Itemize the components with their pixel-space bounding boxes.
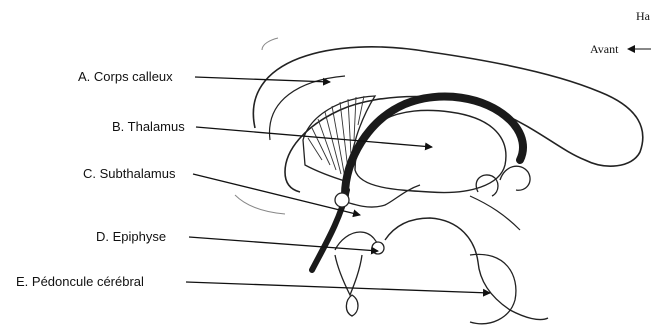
peduncle-lobe bbox=[470, 254, 516, 323]
infundibulum bbox=[335, 255, 362, 295]
faint-stroke-top bbox=[262, 38, 278, 50]
arrow-a bbox=[195, 77, 330, 82]
label-subthalamus: C. Subthalamus bbox=[83, 166, 176, 182]
arrow-d bbox=[189, 237, 378, 251]
orientation-front-label: Avant bbox=[590, 42, 618, 56]
arrow-c bbox=[193, 174, 360, 215]
third-ventricle-outline bbox=[340, 185, 420, 207]
faint-stroke-left bbox=[235, 195, 285, 214]
pituitary-drop bbox=[346, 295, 358, 316]
label-corps-calleux: A. Corps calleux bbox=[78, 69, 173, 85]
orientation-top-label: Ha bbox=[636, 9, 650, 23]
label-thalamus: B. Thalamus bbox=[112, 119, 185, 135]
arrow-b bbox=[196, 127, 432, 147]
brainstem-outline bbox=[385, 218, 548, 320]
label-pedoncule-cerebral: E. Pédoncule cérébral bbox=[16, 274, 144, 290]
posterior-curve bbox=[470, 196, 520, 230]
arrow-e bbox=[186, 282, 490, 293]
label-epiphyse: D. Epiphyse bbox=[96, 229, 166, 245]
small-nucleus bbox=[335, 193, 349, 207]
corpus-callosum-outline bbox=[253, 47, 642, 192]
pineal-body bbox=[372, 242, 384, 254]
